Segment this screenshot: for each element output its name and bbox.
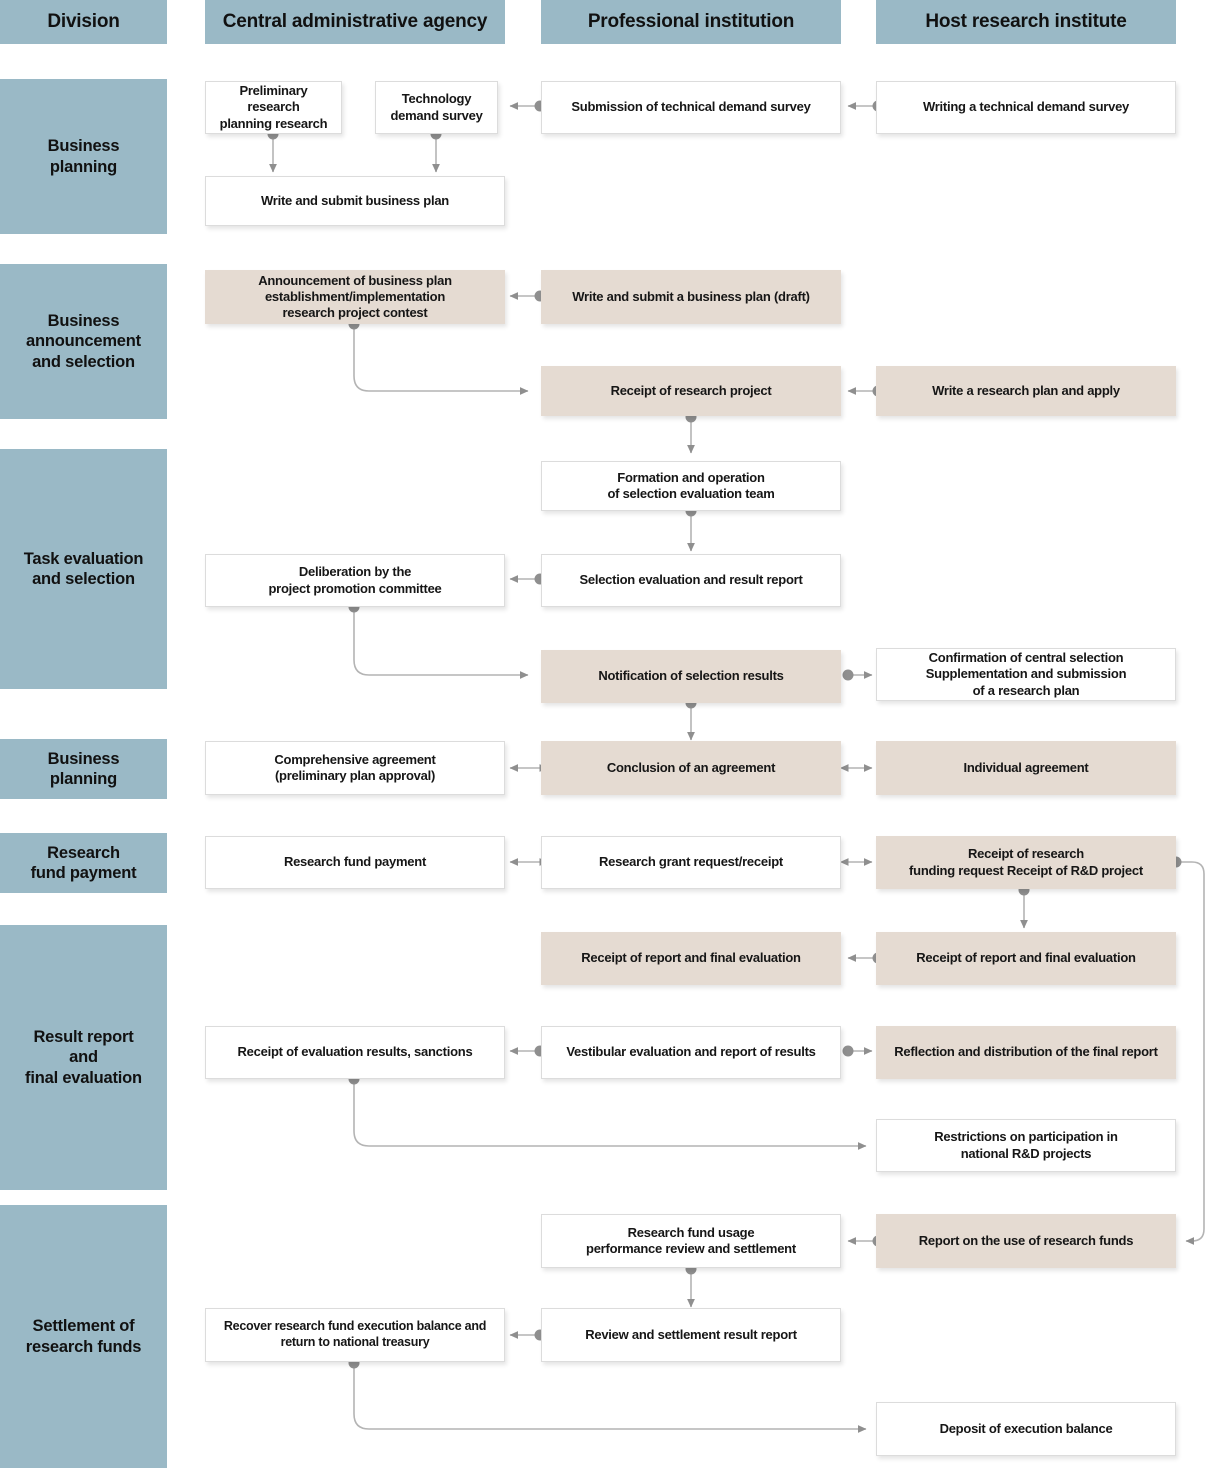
node-research-grant-request-receipt[interactable]: Research grant request/receipt [541, 836, 841, 889]
node-receipt-of-evaluation-results-sanctions[interactable]: Receipt of evaluation results, sanctions [205, 1026, 505, 1079]
node-vestibular-evaluation-and-report-of-results[interactable]: Vestibular evaluation and report of resu… [541, 1026, 841, 1079]
node-writing-a-technical-demand-survey[interactable]: Writing a technical demand survey [876, 81, 1176, 134]
column-header-division: Division [0, 0, 167, 44]
node-receipt-of-report-and-final-evaluation-pro[interactable]: Receipt of report and final evaluation [541, 932, 841, 985]
node-review-and-settlement-result-report[interactable]: Review and settlement result report [541, 1308, 841, 1362]
node-write-a-research-plan-and-apply[interactable]: Write a research plan and apply [876, 366, 1176, 416]
node-notification-of-selection-results[interactable]: Notification of selection results [541, 650, 841, 703]
node-receipt-of-report-and-final-evaluation-host[interactable]: Receipt of report and final evaluation [876, 932, 1176, 985]
node-comprehensive-agreement[interactable]: Comprehensive agreement(preliminary plan… [205, 741, 505, 795]
column-header-professional-institution: Professional institution [541, 0, 841, 44]
node-deposit-of-execution-balance[interactable]: Deposit of execution balance [876, 1402, 1176, 1456]
node-write-and-submit-a-business-plan-draft[interactable]: Write and submit a business plan (draft) [541, 270, 841, 324]
node-receipt-of-research-project[interactable]: Receipt of research project [541, 366, 841, 416]
node-reflection-and-distribution-of-the-final-report[interactable]: Reflection and distribution of the final… [876, 1026, 1176, 1079]
node-report-on-the-use-of-research-funds[interactable]: Report on the use of research funds [876, 1214, 1176, 1268]
column-header-central-administrative-agency: Central administrative agency [205, 0, 505, 44]
node-submission-of-technical-demand-survey[interactable]: Submission of technical demand survey [541, 81, 841, 134]
node-selection-evaluation-and-result-report[interactable]: Selection evaluation and result report [541, 554, 841, 607]
node-recover-research-fund-execution-balance[interactable]: Recover research fund execution balance … [205, 1308, 505, 1362]
column-header-host-research-institute: Host research institute [876, 0, 1176, 44]
node-write-and-submit-business-plan[interactable]: Write and submit business plan [205, 176, 505, 226]
node-individual-agreement[interactable]: Individual agreement [876, 741, 1176, 795]
node-research-fund-payment[interactable]: Research fund payment [205, 836, 505, 889]
node-conclusion-of-an-agreement[interactable]: Conclusion of an agreement [541, 741, 841, 795]
